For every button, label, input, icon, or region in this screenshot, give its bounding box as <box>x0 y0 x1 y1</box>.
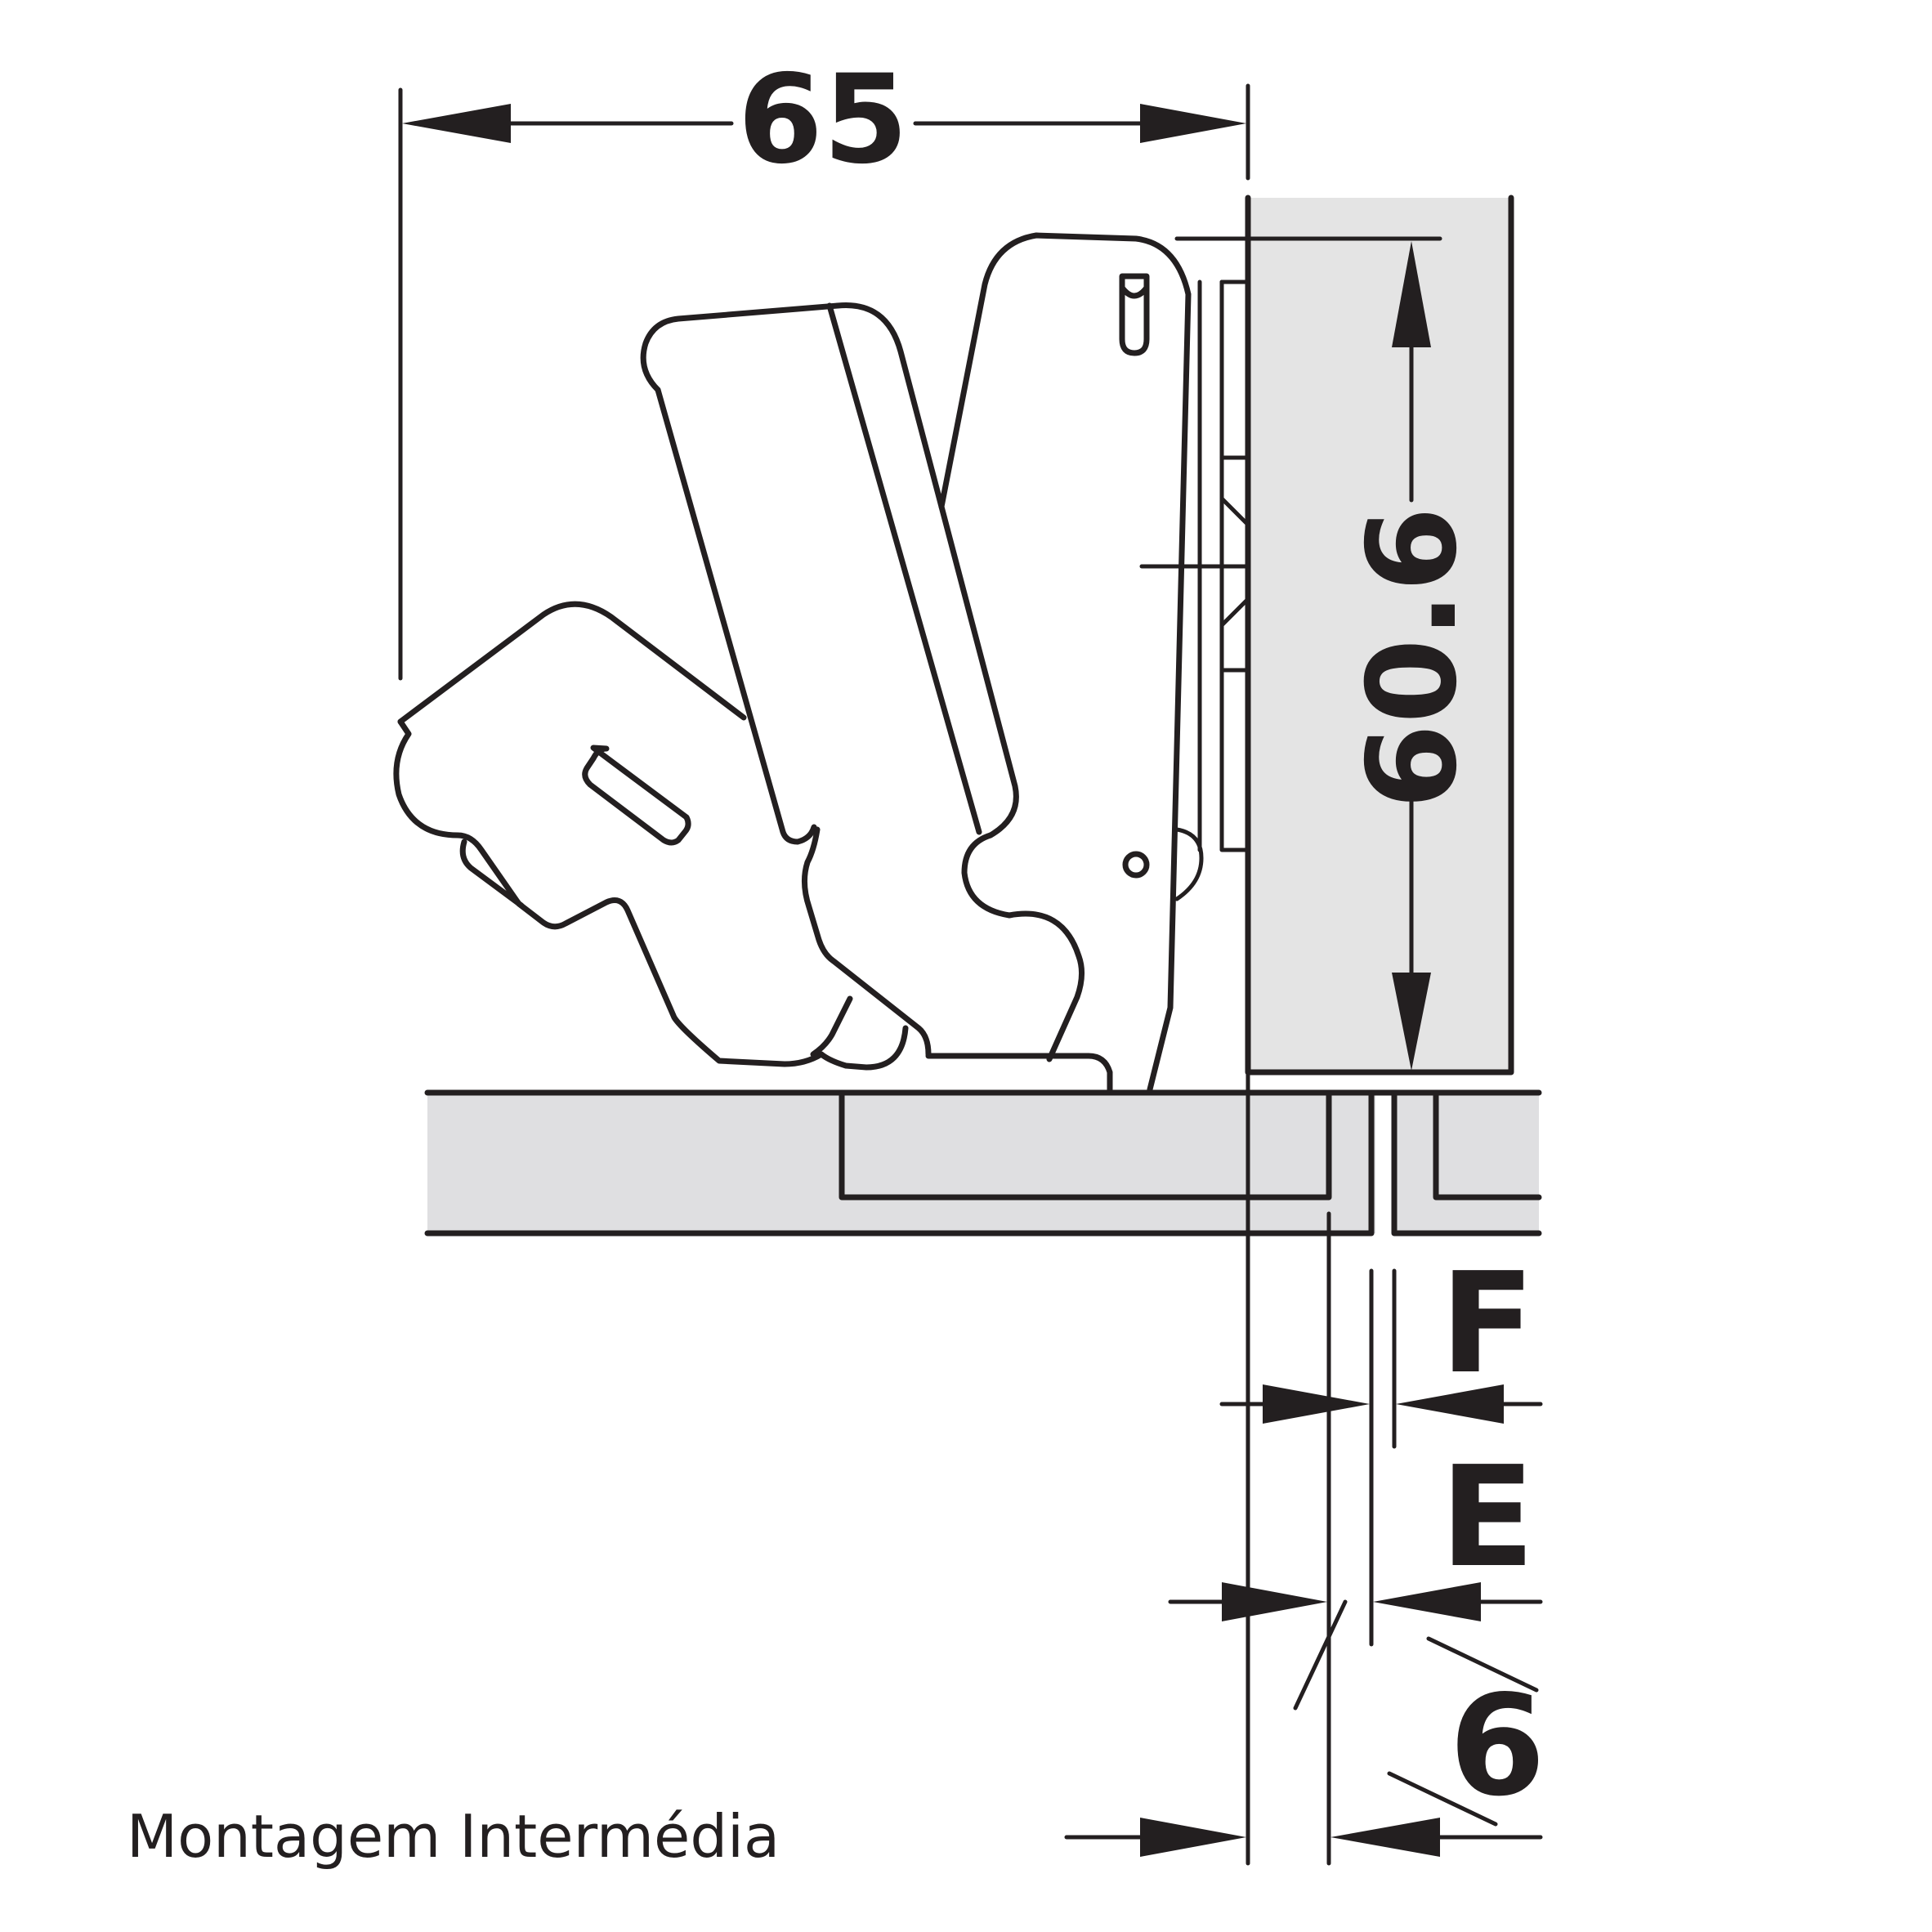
cabinet-side-panel <box>424 1089 1542 1237</box>
dimension-f-label: F <box>1440 1243 1535 1405</box>
dimensions-f-e-6 <box>1064 1070 1543 1866</box>
dimension-65 <box>398 83 1250 681</box>
dimension-60-6 <box>1139 236 1442 1071</box>
caption: Montagem Intermédia <box>127 1802 780 1871</box>
dimension-60-6-label: 60.6 <box>1342 507 1484 809</box>
dimension-6-label: 6 <box>1449 1666 1545 1827</box>
door-panel <box>1245 195 1514 1076</box>
hinge-body <box>393 232 1249 1093</box>
dimension-e-label: E <box>1440 1437 1535 1599</box>
dimension-65-label: 65 <box>738 49 909 191</box>
